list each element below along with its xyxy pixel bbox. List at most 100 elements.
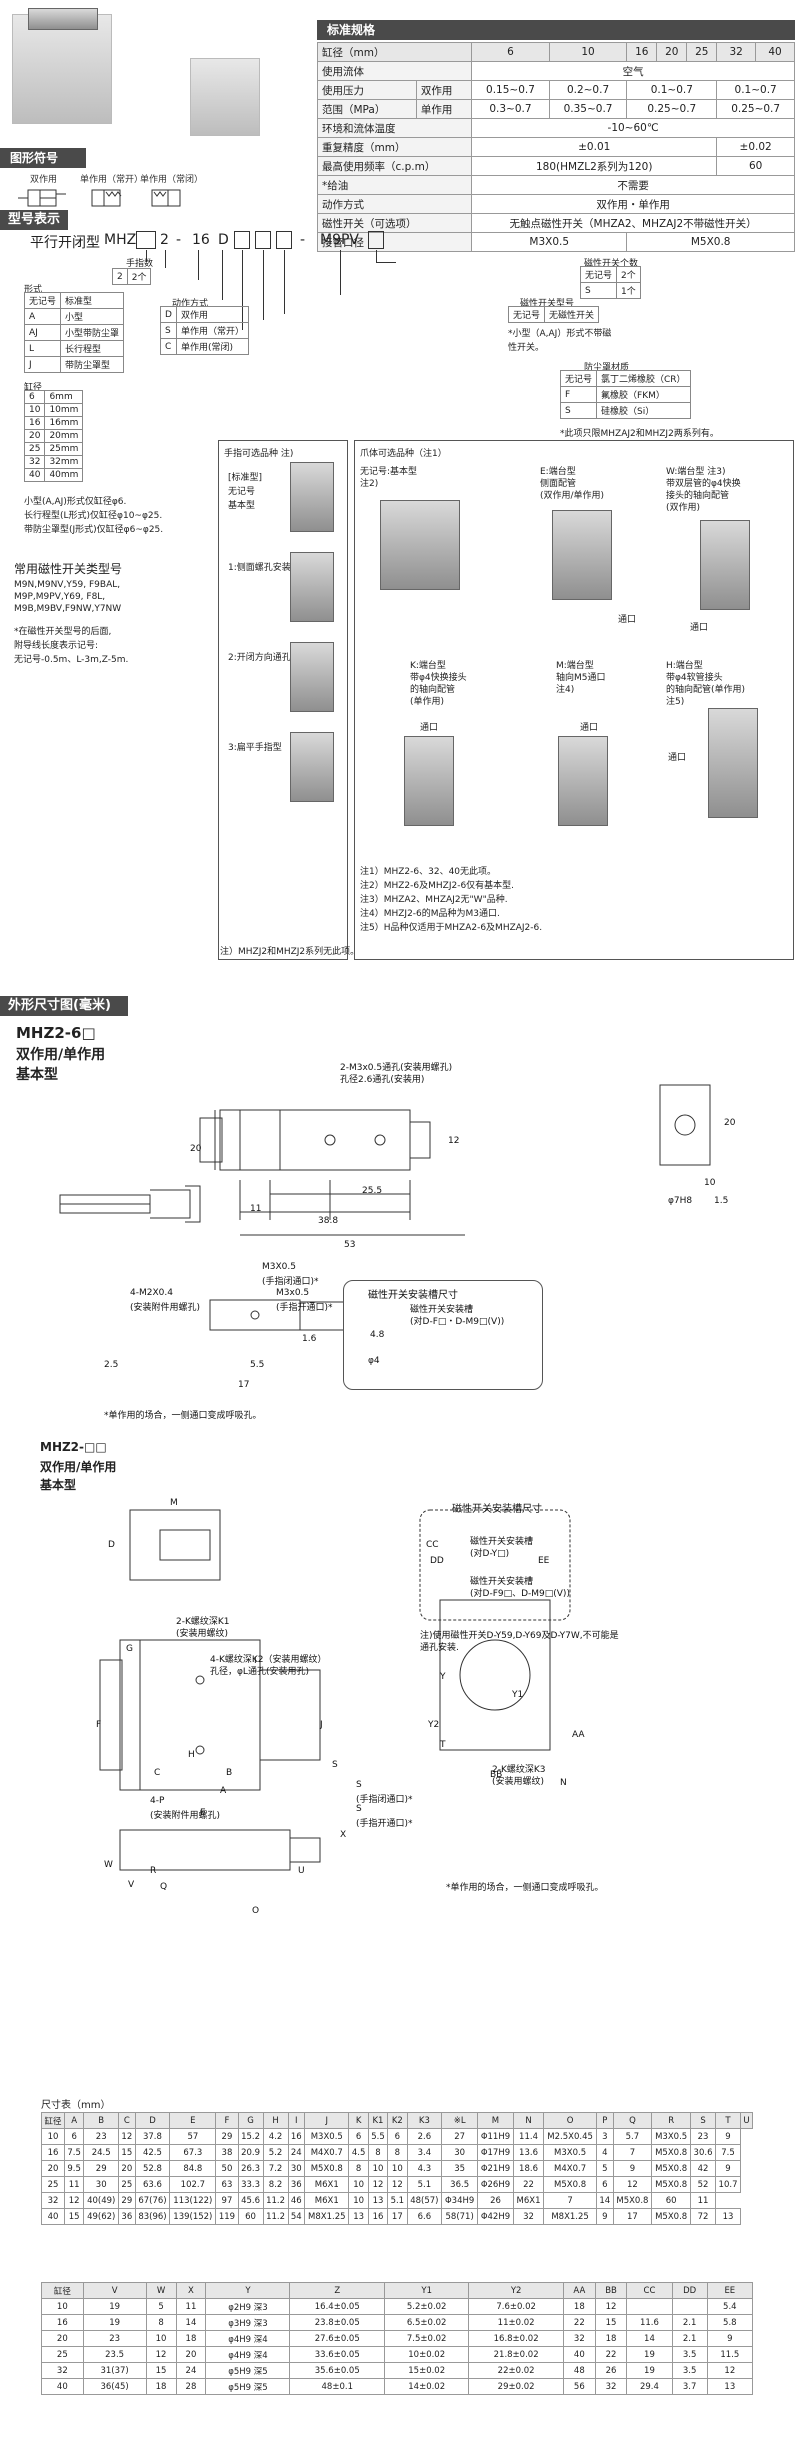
spec-value: 0.2~0.7 <box>548 80 628 100</box>
product-photo-gripper-top <box>28 8 98 30</box>
dims-title: 尺寸表（mm） <box>41 2100 111 2111</box>
cell: 氯丁二烯橡胶（CR） <box>596 370 691 387</box>
spec-bore: 16 <box>626 42 658 62</box>
finger-option-image-3 <box>290 732 334 802</box>
table-cell: 3.4 <box>406 2144 443 2161</box>
spec-bore: 10 <box>548 42 628 62</box>
table-cell: 6 <box>596 2176 614 2193</box>
product-photo-small <box>190 58 260 136</box>
sw-type-note-2: 性开关。 <box>508 343 545 353</box>
table-cell: 13.6 <box>512 2144 545 2161</box>
table-cell: 63 <box>215 2176 239 2193</box>
spec-fluid-label: 使用流体 <box>316 61 473 81</box>
table-cell: 7.6±0.02 <box>468 2298 564 2315</box>
spec-switch-value: 无触点磁性开关（MHZA2、MHZAJ2不带磁性开关） <box>471 213 795 233</box>
table-cell: 30 <box>287 2160 306 2177</box>
table-cell: 11 <box>690 2192 717 2209</box>
label-V: V <box>128 1880 135 1890</box>
table-cell: 4 <box>596 2144 614 2161</box>
table-cell: Φ42H9 <box>477 2208 514 2225</box>
table-cell: 6 <box>348 2128 369 2145</box>
spec-bore-label: 缸径（mm） <box>316 42 473 62</box>
table-header-cell: B <box>83 2112 120 2129</box>
bore-title: 缸径 <box>24 383 43 393</box>
table-cell: M5X0.8 <box>651 2160 692 2177</box>
table-cell: 31(37) <box>82 2362 147 2379</box>
spec-double-label: 双作用 <box>415 80 473 100</box>
body-option-h-port: 通口 <box>668 753 687 763</box>
table-cell: 52 <box>690 2176 717 2193</box>
table-header-cell: U <box>740 2112 753 2129</box>
table-cell: 10 <box>387 2160 408 2177</box>
body-option-w-2: 接头的轴向配管 <box>666 491 730 501</box>
model-subtitle: 平行开闭型 <box>30 235 100 251</box>
spec-value: M3X0.5 <box>471 232 628 252</box>
table-cell: 20 <box>175 2346 207 2363</box>
body-option-note-1: 注1）MHZ2-6、32、40无此项。 <box>360 867 497 877</box>
table-cell: 83(96) <box>134 2208 171 2225</box>
table-cell <box>626 2298 673 2315</box>
table-header-cell: BB <box>594 2282 628 2299</box>
table-cell: 6 <box>387 2128 408 2145</box>
groove-label: 磁性开关安装槽 <box>410 1305 474 1315</box>
table-cell: 7.5 <box>63 2144 85 2161</box>
table-cell: 11.6 <box>626 2314 673 2331</box>
table-cell: 27 <box>441 2128 479 2145</box>
label-EE: EE <box>538 1556 550 1566</box>
table-cell: Φ17H9 <box>477 2144 514 2161</box>
table-header-cell: X <box>175 2282 207 2299</box>
table-cell: 22 <box>594 2346 628 2363</box>
table-cell: 9 <box>715 2160 742 2177</box>
table-header-cell: N <box>512 2112 545 2129</box>
body-option-title: 爪体可选品种（注1） <box>360 449 447 459</box>
outline-h1: MHZ2-6□ <box>16 1024 96 1042</box>
table-cell: 25 <box>41 2176 65 2193</box>
spec-freq-label: 最高使用频率（c.p.m） <box>316 156 473 176</box>
table-cell: 36 <box>118 2208 136 2225</box>
label-Y2: Y2 <box>428 1720 440 1730</box>
table-cell: 29 <box>83 2160 120 2177</box>
body-option-h-1: 带φ4软管接头 <box>666 673 723 683</box>
label-M: M <box>170 1498 178 1508</box>
table-cell: 2.6 <box>406 2128 443 2145</box>
label-R: R <box>150 1866 157 1876</box>
table-cell: 119 <box>215 2208 239 2225</box>
table-header-cell: EE <box>706 2282 754 2299</box>
model-code-box-option3 <box>276 231 292 249</box>
table-cell: 29.4 <box>626 2378 673 2395</box>
body-option-image-k <box>404 736 454 826</box>
sw-type-table: 无记号无磁性开关 <box>507 306 600 323</box>
label-B: B <box>226 1768 233 1778</box>
table-cell: 102.7 <box>169 2176 217 2193</box>
table-cell: 20 <box>118 2160 136 2177</box>
table-cell: 11.4 <box>512 2128 545 2145</box>
bore-note-2: 长行程型(L形式)仅缸径φ10~φ25. <box>24 511 163 521</box>
spec-temp-value: -10~60℃ <box>471 118 795 138</box>
finger-option-item-2: 基本型 <box>228 501 256 511</box>
outline-m2b: (安装附件用螺孔) <box>130 1303 201 1313</box>
cell: 单作用（常开） <box>175 322 249 339</box>
table-cell: 52.8 <box>134 2160 171 2177</box>
spec-repeat-label: 重复精度（mm） <box>316 137 473 157</box>
cell: 无磁性开关 <box>544 306 600 323</box>
table-cell: 10 <box>41 2298 84 2315</box>
spec-value: 180(HMZL2系列为120) <box>471 156 718 176</box>
table-cell: 16 <box>367 2208 389 2225</box>
table-cell: 84.8 <box>169 2160 217 2177</box>
model-code-box-option2 <box>255 231 271 249</box>
table-header-cell: 缸径 <box>41 2282 84 2299</box>
model-code-mhz: MHZ <box>104 232 137 248</box>
label-N: N <box>560 1778 567 1788</box>
table-header-cell: A <box>63 2112 85 2129</box>
table-cell: 12 <box>367 2176 389 2193</box>
table-cell: 60 <box>651 2192 692 2209</box>
table-cell: 19 <box>82 2314 147 2331</box>
table-cell: 27.6±0.05 <box>289 2330 386 2347</box>
table-cell: 15 <box>63 2208 85 2225</box>
label-Y1: Y1 <box>512 1690 524 1700</box>
table-cell: 20.9 <box>237 2144 264 2161</box>
table-cell: 4.2 <box>262 2128 289 2145</box>
